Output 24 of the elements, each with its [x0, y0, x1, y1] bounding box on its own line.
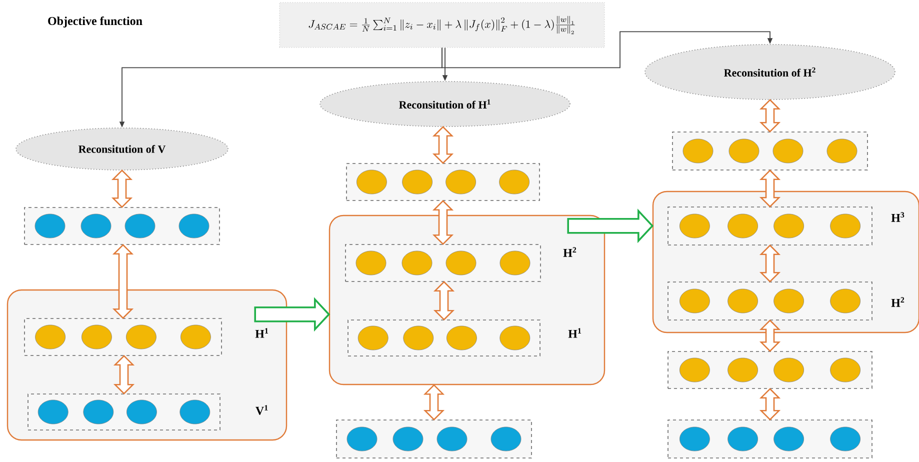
layer-label: V$^{1}$ — [256, 405, 268, 415]
neuron-layer — [668, 420, 872, 458]
neuron-layer — [336, 420, 532, 458]
neuron-layer — [348, 320, 540, 356]
layer-label: H$^{1}$ — [255, 328, 268, 338]
layer-label: H$^{2}$ — [891, 297, 904, 307]
connector-arrow — [442, 31, 773, 68]
block-arrow — [254, 297, 330, 332]
double-arrow — [423, 384, 445, 420]
layer-label: H$^{1}$ — [568, 328, 581, 338]
neuron-layer — [668, 351, 872, 389]
neuron-layer — [24, 318, 222, 356]
neuron-layer — [346, 163, 540, 201]
neuron-layer — [668, 282, 872, 320]
neuron-layer — [28, 394, 220, 430]
neuron-layer — [668, 206, 872, 246]
layer-label: H$^{3}$ — [891, 212, 904, 222]
layer-label: H$^{2}$ — [563, 247, 576, 257]
formula-box: $J_{ASCAE}=\frac{1}{N}\sum_{i=1}^{N}\left\|z_i-x_i\right\|+\lambda\left\|J_f(x)\right\|_F^2+(1-\lambda)\frac{\left\|w\right\|_1}{\left\|w\right\|_2}$ — [279, 2, 605, 48]
neuron-layer — [345, 244, 541, 282]
neuron-layer — [24, 207, 220, 245]
neuron-layer — [672, 132, 868, 170]
block-arrow — [567, 208, 654, 244]
diagram-title: Objective function — [48, 16, 142, 28]
